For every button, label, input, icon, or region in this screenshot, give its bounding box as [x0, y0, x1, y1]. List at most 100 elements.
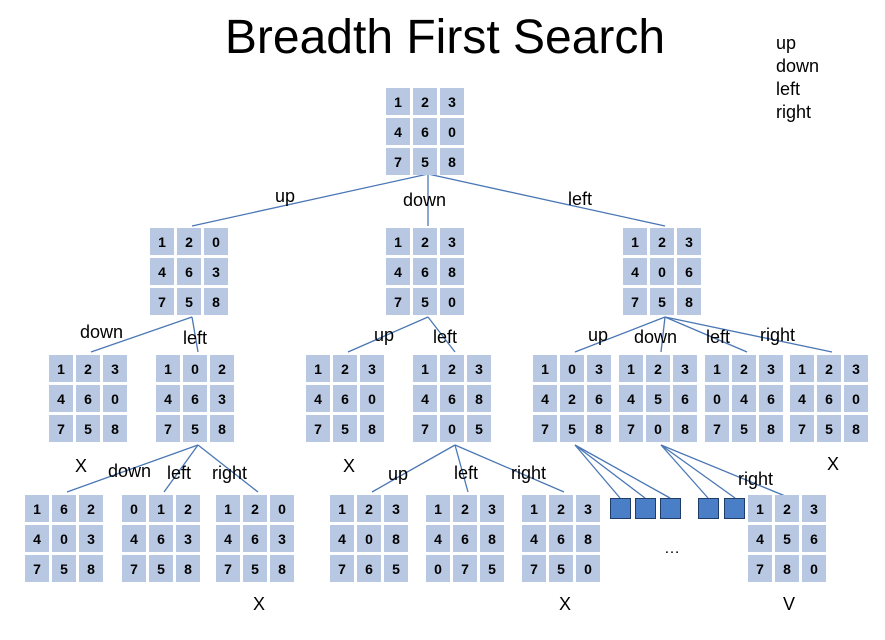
tile: 4: [748, 525, 772, 552]
tile: 3: [802, 495, 826, 522]
tile: 5: [52, 555, 76, 582]
tile: 2: [440, 355, 464, 382]
tile: 5: [732, 415, 756, 442]
page-title: Breadth First Search: [224, 11, 666, 64]
tile: 4: [306, 385, 330, 412]
tile: 3: [440, 228, 464, 255]
tile: 5: [560, 415, 584, 442]
tile: 3: [587, 355, 611, 382]
tile: 8: [79, 555, 103, 582]
tile: 1: [748, 495, 772, 522]
tile: 0: [646, 415, 670, 442]
tile: 8: [587, 415, 611, 442]
tile: 4: [386, 118, 410, 145]
tile: 6: [177, 258, 201, 285]
tile: 0: [357, 525, 381, 552]
edge-label-right: right: [760, 325, 796, 345]
tile: 1: [426, 495, 450, 522]
tile: 8: [440, 148, 464, 175]
tile: 0: [52, 525, 76, 552]
tile: 4: [49, 385, 73, 412]
tile: 6: [413, 258, 437, 285]
tile: 5: [243, 555, 267, 582]
tile: 1: [386, 228, 410, 255]
tile: 2: [775, 495, 799, 522]
tile: 7: [25, 555, 49, 582]
tile: 2: [79, 495, 103, 522]
tile: 7: [619, 415, 643, 442]
tile: 4: [386, 258, 410, 285]
tile: 5: [467, 415, 491, 442]
tile: 6: [52, 495, 76, 522]
tile: 4: [619, 385, 643, 412]
tile: 0: [440, 415, 464, 442]
tile: 4: [25, 525, 49, 552]
tile: 5: [149, 555, 173, 582]
tile: 7: [49, 415, 73, 442]
tile: 5: [817, 415, 841, 442]
tile: 6: [413, 118, 437, 145]
edge-label-right: right: [212, 463, 248, 483]
tile: 3: [844, 355, 868, 382]
tile: 2: [650, 228, 674, 255]
tile: 1: [330, 495, 354, 522]
tile: 3: [360, 355, 384, 382]
mark-up-down: X: [75, 456, 88, 476]
edge-label-left: left: [433, 327, 458, 347]
tile: 8: [759, 415, 783, 442]
edge-label-down: down: [80, 322, 124, 342]
mark-down-up: X: [343, 456, 356, 476]
tile: 7: [386, 288, 410, 315]
tile: 0: [360, 385, 384, 412]
edge-label-down: down: [108, 461, 152, 481]
tile: 5: [549, 555, 573, 582]
tile: 4: [156, 385, 180, 412]
tile: 7: [748, 555, 772, 582]
tile: 7: [533, 415, 557, 442]
mark-left-right: X: [827, 454, 840, 474]
tile: 6: [333, 385, 357, 412]
ellipsis: …: [664, 540, 680, 557]
tile: 1: [49, 355, 73, 382]
tile: 1: [413, 355, 437, 382]
tile: 0: [440, 118, 464, 145]
tile: 8: [480, 525, 504, 552]
tile: 1: [156, 355, 180, 382]
collapsed-node: [635, 498, 656, 519]
tile: 6: [677, 258, 701, 285]
tile: 2: [176, 495, 200, 522]
tile: 2: [76, 355, 100, 382]
tile: 6: [243, 525, 267, 552]
legend-item-left: left: [776, 79, 801, 99]
tile: 5: [650, 288, 674, 315]
tile: 7: [790, 415, 814, 442]
tile: 6: [440, 385, 464, 412]
move-legend: up down left right: [776, 32, 819, 124]
tile: 0: [122, 495, 146, 522]
tile: 6: [453, 525, 477, 552]
tile: 1: [150, 228, 174, 255]
tile: 6: [76, 385, 100, 412]
tile: 5: [775, 525, 799, 552]
tile: 8: [270, 555, 294, 582]
tile: 2: [413, 228, 437, 255]
tile: 2: [243, 495, 267, 522]
tile: 1: [790, 355, 814, 382]
tile: 8: [360, 415, 384, 442]
legend-item-down: down: [776, 56, 820, 76]
tile: 3: [103, 355, 127, 382]
edge-label-up: up: [275, 186, 296, 206]
tile: 7: [330, 555, 354, 582]
tile: 6: [673, 385, 697, 412]
tile: 4: [533, 385, 557, 412]
tile: 3: [210, 385, 234, 412]
tile: 1: [306, 355, 330, 382]
